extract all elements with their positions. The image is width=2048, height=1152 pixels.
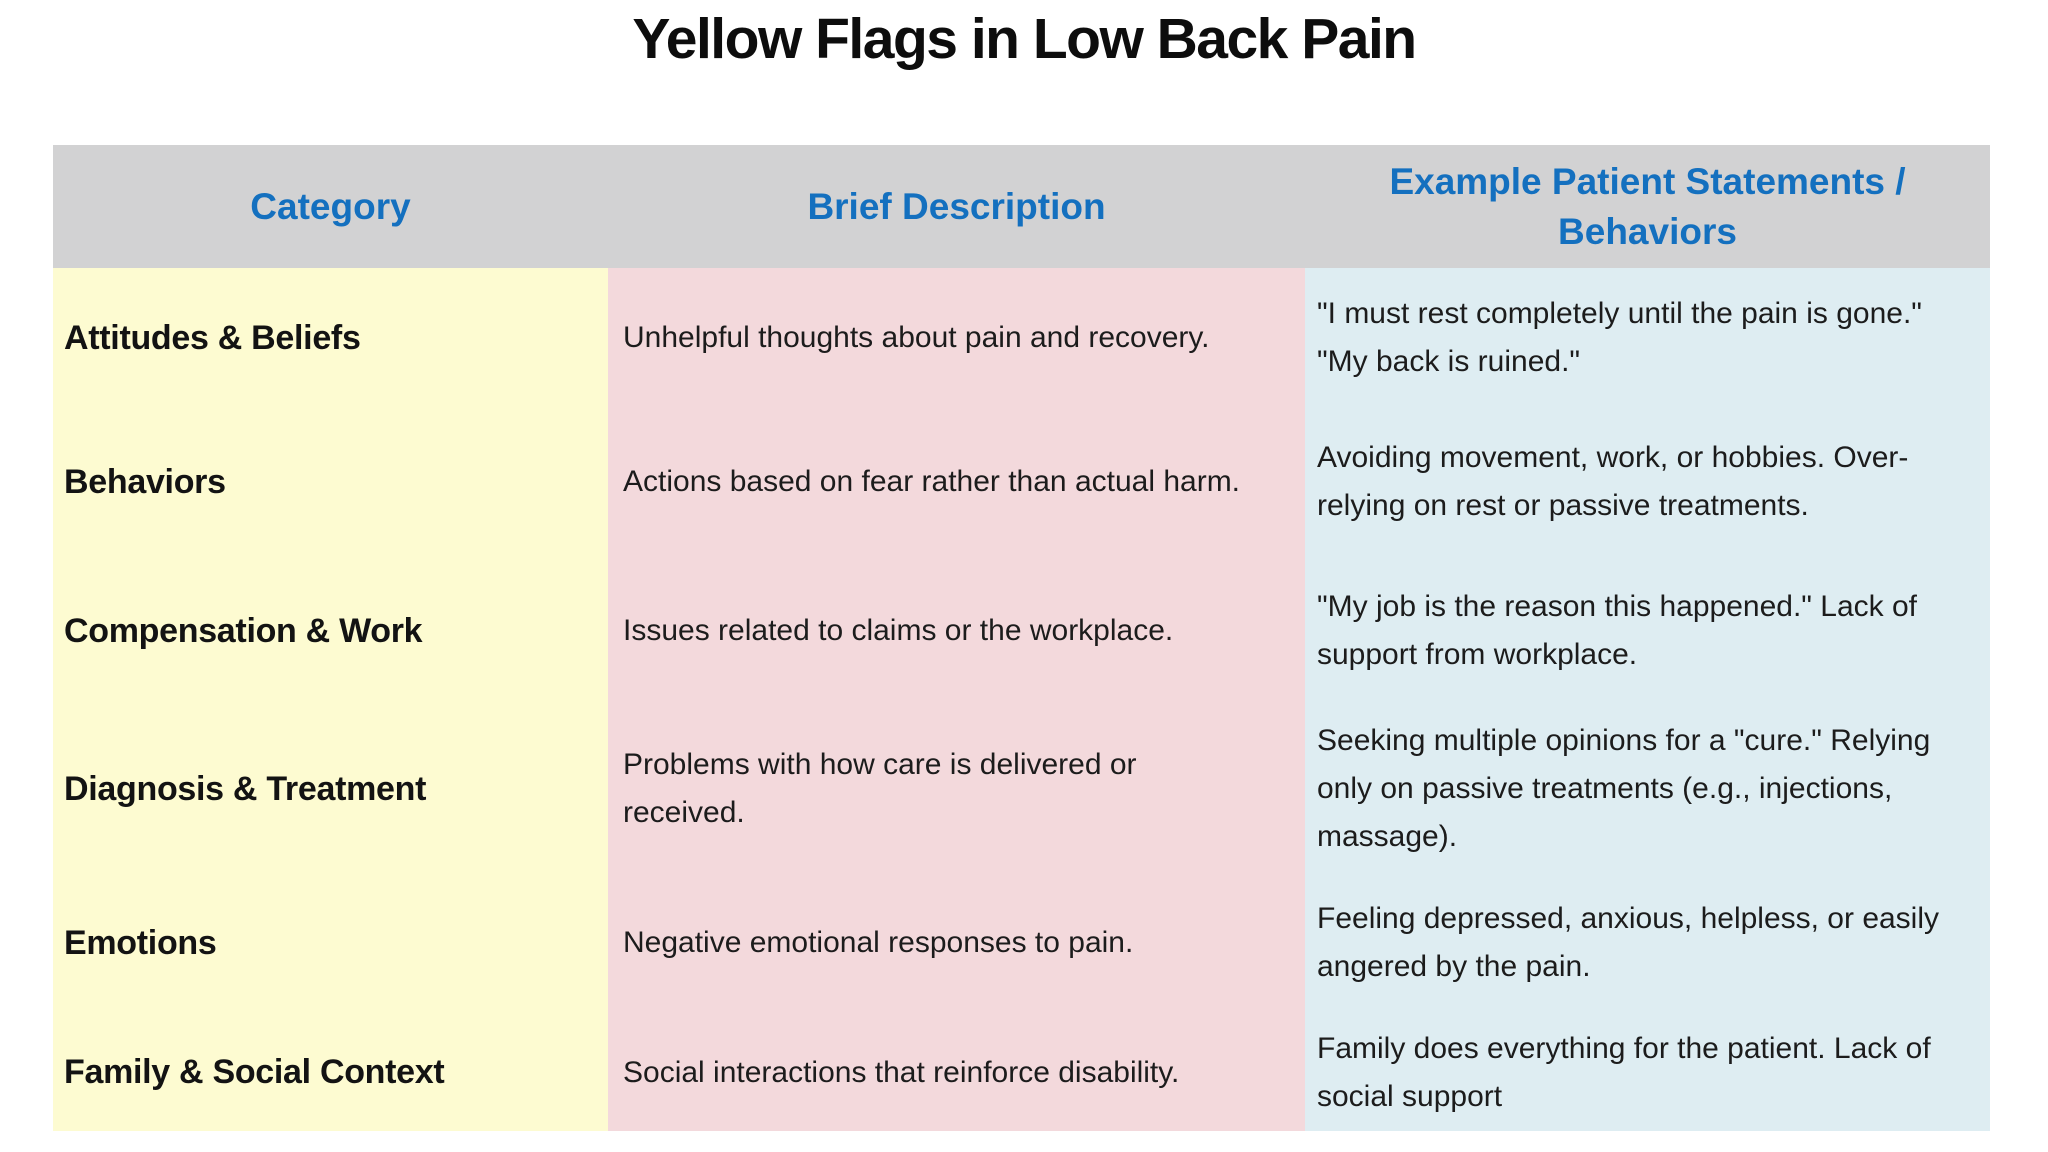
column-header-category: Category: [250, 185, 411, 227]
cell-examples: Seeking multiple opinions for a "cure." …: [1305, 706, 1990, 872]
table-header-row: Category Brief Description Example Patie…: [53, 145, 1990, 268]
cell-category: Attitudes & Beliefs: [53, 268, 608, 408]
cell-category: Diagnosis & Treatment: [53, 706, 608, 872]
cell-description: Negative emotional responses to pain.: [608, 872, 1305, 1014]
cell-description: Social interactions that reinforce disab…: [608, 1014, 1305, 1131]
cell-category: Emotions: [53, 872, 608, 1014]
cell-description: Issues related to claims or the workplac…: [608, 556, 1305, 706]
cell-description: Problems with how care is delivered or r…: [608, 706, 1305, 872]
cell-examples: Avoiding movement, work, or hobbies. Ove…: [1305, 408, 1990, 556]
cell-examples: Family does everything for the patient. …: [1305, 1014, 1990, 1131]
table-row-compensation-work: Compensation & Work Issues related to cl…: [53, 556, 1990, 706]
table-row-behaviors: Behaviors Actions based on fear rather t…: [53, 408, 1990, 556]
page-title: Yellow Flags in Low Back Pain: [632, 7, 1417, 71]
yellow-flags-table: Category Brief Description Example Patie…: [53, 145, 1990, 1131]
cell-category: Compensation & Work: [53, 556, 608, 706]
column-header-brief-description: Brief Description: [807, 185, 1106, 227]
table-row-emotions: Emotions Negative emotional responses to…: [53, 872, 1990, 1014]
table-row-family-social-context: Family & Social Context Social interacti…: [53, 1014, 1990, 1131]
table-row-diagnosis-treatment: Diagnosis & Treatment Problems with how …: [53, 706, 1990, 872]
cell-description: Actions based on fear rather than actual…: [608, 408, 1305, 556]
cell-examples: "I must rest completely until the pain i…: [1305, 268, 1990, 408]
column-header-example-statements: Example Patient Statements / Behaviors: [1389, 160, 1906, 252]
cell-examples: "My job is the reason this happened." La…: [1305, 556, 1990, 706]
cell-category: Family & Social Context: [53, 1014, 608, 1131]
table-row-attitudes-beliefs: Attitudes & Beliefs Unhelpful thoughts a…: [53, 268, 1990, 408]
cell-description: Unhelpful thoughts about pain and recove…: [608, 268, 1305, 408]
cell-category: Behaviors: [53, 408, 608, 556]
cell-examples: Feeling depressed, anxious, helpless, or…: [1305, 872, 1990, 1014]
